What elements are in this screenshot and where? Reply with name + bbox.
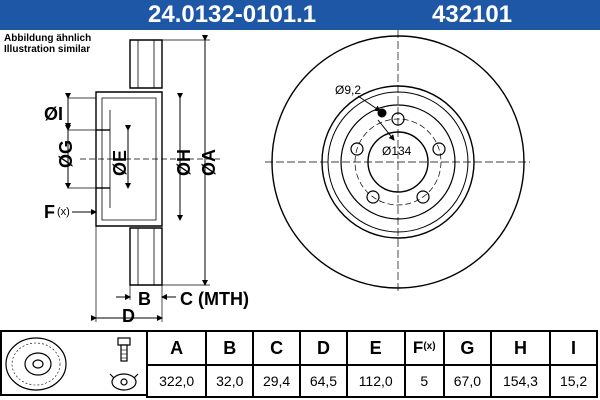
spec-header-f-sub: (x): [423, 341, 436, 352]
spec-header-i: I: [549, 330, 598, 366]
reference-number: 432101: [432, 1, 513, 28]
spec-header-f-letter: F: [412, 338, 424, 357]
spec-value-a: 322,0: [145, 364, 208, 398]
spec-value-i: 15,2: [549, 364, 598, 398]
label-dim-c: C (MTH): [180, 289, 249, 309]
bolt-icon: [117, 337, 131, 362]
sensor-icon: [109, 373, 139, 391]
spec-value-b: 32,0: [205, 364, 255, 398]
spec-header-g: G: [442, 330, 492, 366]
label-dim-f: F: [44, 202, 55, 222]
spec-value-d: 64,5: [299, 364, 348, 398]
label-bolt-hole: Ø9,2: [335, 83, 361, 97]
disc-thumbnail-icon: [5, 337, 67, 391]
spec-header-h: H: [489, 330, 552, 366]
spec-header-b: B: [205, 330, 255, 366]
thumbnail-panel: [0, 330, 148, 396]
header-bar: 24.0132-0101.1 432101: [0, 0, 600, 30]
part-number: 24.0132-0101.1: [148, 1, 317, 28]
note-line-en: Illustration similar: [4, 44, 91, 55]
spec-value-f: 5: [403, 364, 445, 398]
spec-table: A B C D E F(x) G H I 322,0 32,0 29,4 64,…: [145, 330, 598, 398]
label-dim-f-sub: (x): [57, 206, 70, 218]
label-pcd: Ø134: [382, 144, 412, 158]
centerlines-front: [265, 30, 530, 292]
illustration-note: Abbildung ähnlich Illustration similar: [4, 33, 91, 55]
side-dimension-lines: [65, 35, 210, 322]
spec-value-row: 322,0 32,0 29,4 64,5 112,0 5 67,0 154,3 …: [145, 364, 598, 398]
label-dim-a: ØA: [199, 149, 219, 176]
label-dim-i: ØI: [44, 104, 63, 124]
spec-header-row: A B C D E F(x) G H I: [145, 330, 598, 366]
spec-header-c: C: [252, 330, 302, 366]
spec-header-d: D: [299, 330, 348, 366]
front-dimension-leaders: [357, 95, 395, 141]
technical-drawing: ØI ØG ØE ØH ØA F (x) B C (MTH) D Ø9,2 Ø1…: [44, 30, 530, 326]
spec-header-a: A: [145, 330, 208, 366]
label-dim-d: D: [122, 306, 135, 326]
note-line-de: Abbildung ähnlich: [4, 33, 92, 44]
label-dim-h: ØH: [174, 149, 194, 176]
label-dim-b: B: [138, 289, 151, 309]
label-dim-g: ØG: [56, 140, 76, 168]
spec-header-f: F(x): [403, 330, 445, 366]
spec-value-g: 67,0: [442, 364, 492, 398]
spec-value-e: 112,0: [345, 364, 406, 398]
spec-value-h: 154,3: [489, 364, 552, 398]
thumbnails: [5, 337, 139, 391]
spec-header-e: E: [345, 330, 406, 366]
label-dim-e: ØE: [110, 150, 130, 176]
spec-value-c: 29,4: [252, 364, 302, 398]
